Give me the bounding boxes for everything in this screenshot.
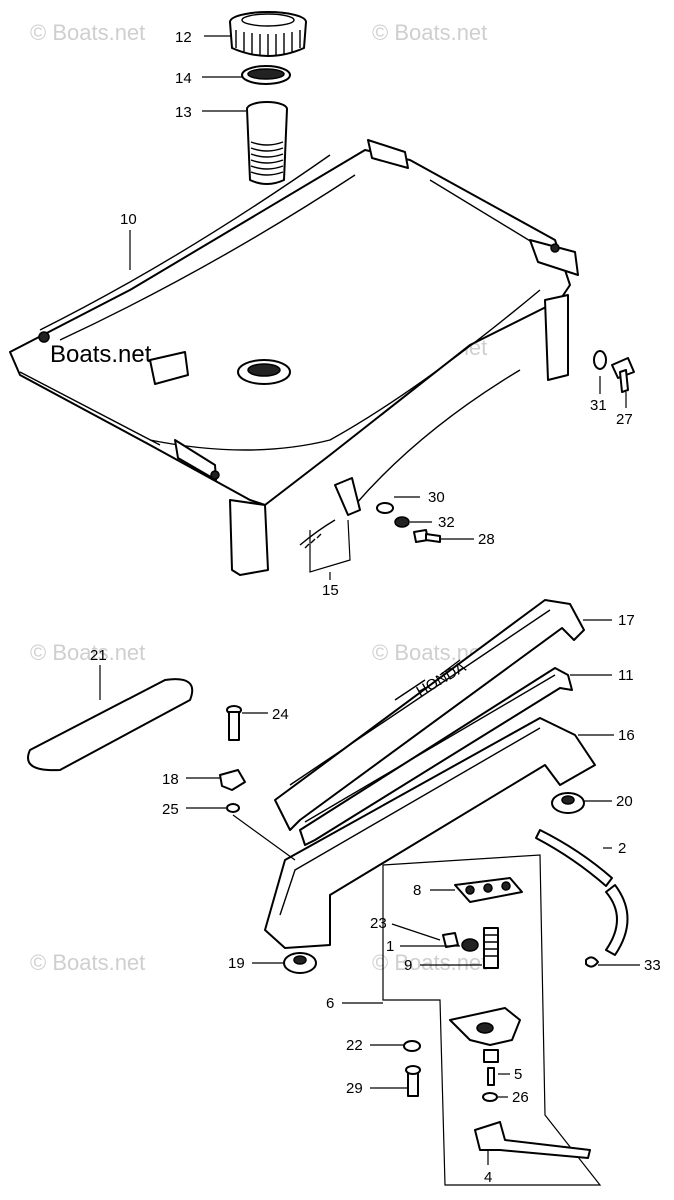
mount-19 [283, 952, 317, 974]
callout-24: 24 [272, 706, 289, 723]
callout-26: 26 [512, 1089, 529, 1106]
washer-31 [593, 350, 607, 370]
callout-11: 11 [618, 667, 634, 684]
mount-20 [551, 792, 585, 814]
callout-1: 1 [386, 938, 394, 955]
callout-21: 21 [90, 647, 107, 664]
watermark: © Boats.net [372, 950, 487, 975]
callout-2: 2 [618, 840, 626, 857]
leader-lines [99, 35, 640, 1165]
callout-19: 19 [228, 955, 245, 972]
callout-31: 31 [590, 397, 607, 414]
watermarks: © Boats.net © Boats.net © Boats.net © Bo… [30, 20, 487, 975]
washer-30 [376, 502, 394, 514]
callout-6: 6 [326, 995, 334, 1012]
callout-4: 4 [484, 1169, 492, 1186]
filler-neck [246, 101, 288, 185]
clip-18 [219, 769, 246, 791]
watermark: © Boats.net [30, 950, 145, 975]
rail-16 [264, 717, 596, 949]
callout-13: 13 [175, 104, 192, 121]
callout-29: 29 [346, 1080, 363, 1097]
callout-5: 5 [514, 1066, 522, 1083]
washer-22 [403, 1040, 421, 1052]
fuel-tank: Boats.net [9, 139, 579, 576]
bolt-28 [413, 529, 441, 543]
watermark: © Boats.net [372, 20, 487, 45]
callout-8: 8 [413, 882, 421, 899]
nut-32 [394, 516, 410, 528]
handle-rail-17: HONDA [274, 599, 585, 831]
callout-9: 9 [404, 957, 412, 974]
callout-14: 14 [175, 70, 192, 87]
callout-28: 28 [478, 531, 495, 548]
rail-11 [299, 667, 573, 846]
callout-20: 20 [616, 793, 633, 810]
cover-pad [27, 678, 194, 772]
bolt-27 [611, 357, 635, 393]
fuel-cock-assembly [382, 854, 602, 1186]
callout-12: 12 [175, 29, 192, 46]
callout-23: 23 [370, 915, 387, 932]
watermark: © Boats.net [30, 640, 145, 665]
washer-25 [226, 803, 240, 813]
watermark-main: Boats.net [50, 341, 152, 368]
callout-10: 10 [120, 211, 137, 228]
callout-22: 22 [346, 1037, 363, 1054]
callout-16: 16 [618, 727, 635, 744]
callout-32: 32 [438, 514, 455, 531]
fuel-cap [229, 11, 307, 57]
callout-25: 25 [162, 801, 179, 818]
callout-33: 33 [644, 957, 661, 974]
bolt-29 [405, 1065, 421, 1097]
callout-18: 18 [162, 771, 179, 788]
fuel-hose [535, 829, 629, 956]
bolt-24 [226, 705, 242, 741]
callout-27: 27 [616, 411, 633, 428]
watermark: © Boats.net [30, 20, 145, 45]
fuel-lever [299, 369, 521, 573]
callout-15: 15 [322, 582, 339, 599]
cap-seal-ring [241, 65, 291, 85]
callout-17: 17 [618, 612, 635, 629]
part-labels: 12 14 13 10 31 27 30 32 28 15 17 11 16 2… [90, 29, 661, 1186]
callout-30: 30 [428, 489, 445, 506]
hose-clamp [585, 956, 599, 968]
